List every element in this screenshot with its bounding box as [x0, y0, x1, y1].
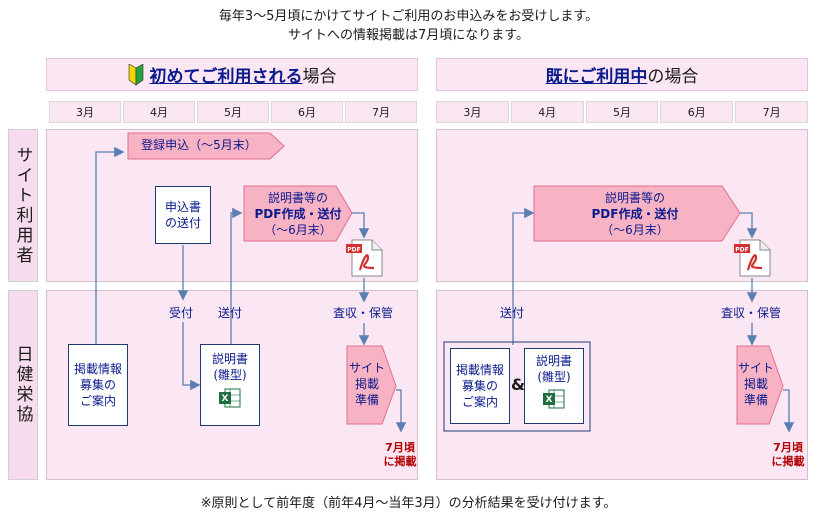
site-prep-line: 掲載: [354, 377, 379, 391]
pdf-line: （～6月末）: [601, 223, 669, 237]
site-prep-line: 掲載: [743, 377, 768, 391]
connector-arrow: [783, 389, 795, 433]
right-collect-label: 査収・保管: [721, 306, 782, 320]
info-line: 掲載情報: [455, 363, 504, 377]
right-site-prep-shape: [736, 345, 784, 425]
left-info-box: 掲載情報 募集の ご案内: [68, 344, 128, 426]
manual-line: (雛型): [537, 370, 571, 384]
connector-arrow: [512, 207, 535, 345]
left-send-label: 送付: [218, 306, 243, 320]
right-manual-box: 説明書 (雛型) X: [524, 348, 584, 424]
right-site-prep-label: サイト 掲載 準備: [737, 360, 775, 408]
info-line: 掲載情報: [73, 362, 122, 376]
excel-icon: X: [219, 388, 241, 408]
connector-arrow: [182, 322, 201, 391]
left-collect-label: 査収・保管: [333, 306, 394, 320]
left-site-prep-shape: [346, 345, 397, 425]
pdf-line: PDF作成・送付: [591, 207, 679, 221]
month-header: 5月: [585, 101, 659, 123]
left-manual-box: 説明書 (雛型) X: [200, 344, 260, 426]
right-docs-frame: [443, 341, 591, 432]
manual-line: (雛型): [213, 368, 247, 382]
beginner-mark-icon: [128, 63, 143, 86]
right-month-row: 3月 4月 5月 6月 7月: [436, 101, 808, 123]
site-prep-line: サイト: [348, 361, 385, 375]
row-label-nikken: 日健栄協: [8, 290, 38, 480]
pdf-line: 説明書等の: [604, 191, 665, 205]
info-line: 募集の: [461, 379, 498, 393]
right-info-box: 掲載情報 募集の ご案内: [450, 348, 510, 424]
left-panel-title: 初めてご利用される 場合: [46, 58, 418, 91]
pdf-icon: PDF: [734, 238, 774, 282]
register-label: 登録申込（～5月末）: [141, 138, 257, 152]
info-line: 募集の: [79, 378, 116, 392]
pdf-line: （～6月末）: [264, 223, 332, 237]
manual-line: 説明書: [211, 352, 248, 366]
july-line: に掲載: [771, 455, 805, 468]
site-prep-line: 準備: [743, 393, 768, 407]
connector-arrow: [230, 207, 243, 345]
row-label-site-user: サイト利用者: [8, 129, 38, 282]
month-header: 7月: [735, 101, 808, 123]
info-line: ご案内: [461, 395, 498, 409]
footer-note: ※原則として前年度（前年4月～当年3月）の分析結果を受け付けます。: [200, 496, 617, 511]
send-form-line: の送付: [164, 216, 201, 230]
month-header: 4月: [123, 101, 195, 123]
right-title-rest: の場合: [647, 67, 699, 87]
svg-text:PDF: PDF: [735, 247, 748, 254]
send-form-box: 申込書 の送付: [155, 186, 211, 244]
connector-arrow: [740, 212, 758, 239]
site-prep-line: 準備: [354, 393, 379, 407]
month-header: 7月: [345, 101, 417, 123]
left-title-emphasis: 初めてご利用される: [149, 67, 303, 87]
left-title-rest: 場合: [302, 67, 337, 87]
left-site-prep-label: サイト 掲載 準備: [347, 360, 387, 408]
info-line: ご案内: [79, 394, 116, 408]
right-pdf-label: 説明書等の PDF作成・送付 （～6月末）: [560, 190, 710, 238]
july-line: 7月頃: [773, 441, 803, 454]
left-pdf-label: 説明書等の PDF作成・送付 （～6月末）: [248, 190, 348, 238]
connector-arrow: [95, 146, 125, 345]
register-arrow-shape: [127, 132, 285, 160]
connector-arrow: [352, 212, 370, 239]
pdf-icon: PDF: [346, 238, 386, 282]
svg-text:PDF: PDF: [347, 247, 360, 254]
right-send-label: 送付: [500, 306, 525, 320]
pdf-line: 説明書等の: [267, 191, 328, 205]
right-pdf-arrow-shape: [533, 185, 741, 242]
svg-text:X: X: [222, 394, 229, 404]
connector-arrow: [395, 389, 407, 433]
july-line: 7月頃: [385, 441, 415, 454]
right-panel-title: 既にご利用中 の場合: [436, 58, 808, 91]
send-form-line: 申込書: [164, 200, 201, 214]
left-pdf-arrow-shape: [243, 185, 353, 242]
excel-icon: X: [543, 389, 565, 409]
left-july-note: 7月頃 に掲載: [378, 441, 422, 469]
left-month-row: 3月 4月 5月 6月 7月: [49, 101, 419, 123]
right-title-emphasis: 既にご利用中: [545, 67, 648, 87]
intro-line-1: 毎年3～5月頃にかけてサイトご利用のお申込みをお受けします。: [218, 9, 599, 24]
month-header: 3月: [49, 101, 121, 123]
month-header: 6月: [660, 101, 734, 123]
site-prep-line: サイト: [737, 361, 774, 375]
right-july-note: 7月頃 に掲載: [766, 441, 810, 469]
month-header: 5月: [197, 101, 269, 123]
month-header: 6月: [271, 101, 343, 123]
intro-line-2: サイトへの情報掲載は7月頃になります。: [288, 28, 529, 43]
manual-line: 説明書: [535, 354, 572, 368]
ampersand: &: [511, 375, 525, 394]
month-header: 4月: [510, 101, 584, 123]
svg-text:X: X: [546, 395, 553, 405]
july-line: に掲載: [383, 455, 417, 468]
pdf-line: PDF作成・送付: [254, 207, 342, 221]
receive-label: 受付: [169, 306, 194, 320]
month-header: 3月: [436, 101, 509, 123]
